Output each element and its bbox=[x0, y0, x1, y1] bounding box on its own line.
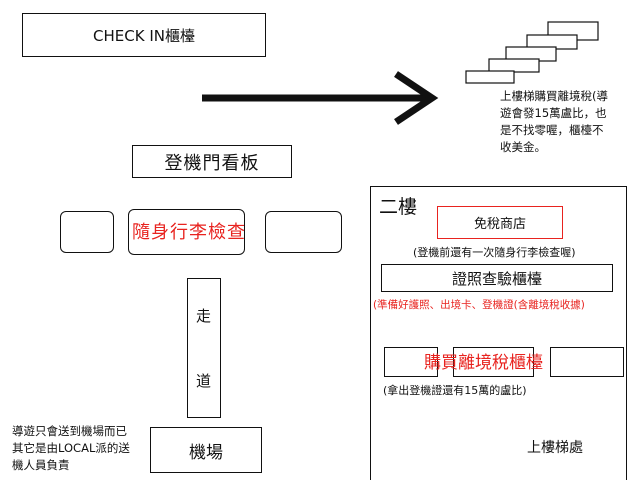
duty-free-box: 免稅商店 bbox=[437, 206, 563, 239]
second-floor-title: 二樓 bbox=[379, 196, 418, 218]
documents-note: (準備好護照、出境卡、登機證(含離境稅收據) bbox=[373, 299, 585, 311]
departure-tax-counter-label: 購買離境稅櫃檯 bbox=[424, 353, 543, 373]
guide-note: 導遊只會送到機場而已 其它是由LOCAL派的送 機人員負責 bbox=[12, 423, 130, 474]
stairs-tax-note-line: 上樓梯購買離境稅(導 bbox=[500, 89, 608, 103]
stairs-tax-note: 上樓梯購買離境稅(導 遊會發15萬盧比，也 是不找零喔，櫃檯不 收美金。 bbox=[500, 88, 608, 156]
security-check-label: 隨身行李檢查 bbox=[132, 222, 246, 243]
tax-counter-middle bbox=[453, 347, 534, 377]
checkin-counter-box: CHECK IN櫃檯 bbox=[22, 13, 266, 57]
guide-note-line: 導遊只會送到機場而已 bbox=[12, 424, 127, 438]
guide-note-line: 其它是由LOCAL派的送 bbox=[12, 441, 130, 455]
stairs-tax-note-line: 收美金。 bbox=[500, 140, 546, 154]
passport-control-label: 證照查驗櫃檯 bbox=[451, 269, 542, 288]
walkway-char-2: 道 bbox=[196, 372, 212, 390]
security-gate-middle bbox=[128, 209, 245, 255]
airport-label: 機場 bbox=[189, 442, 223, 463]
tax-note: (拿出登機證還有15萬的盧比) bbox=[383, 384, 527, 397]
guide-note-line: 機人員負責 bbox=[12, 458, 70, 472]
boarding-gate-board-box: 登機門看板 bbox=[132, 145, 292, 178]
security-gate-right bbox=[265, 211, 342, 253]
walkway-box bbox=[187, 278, 221, 418]
stairs-tax-note-line: 是不找零喔，櫃檯不 bbox=[500, 123, 604, 137]
boarding-gate-board-label: 登機門看板 bbox=[164, 152, 260, 174]
walkway-char-1: 走 bbox=[196, 307, 212, 325]
second-security-note: (登機前還有一次隨身行李檢查喔) bbox=[413, 246, 576, 259]
tax-counter-right bbox=[550, 347, 624, 377]
stairs-tax-note-line: 遊會發15萬盧比，也 bbox=[500, 106, 607, 120]
passport-control-box: 證照查驗櫃檯 bbox=[381, 264, 613, 292]
checkin-counter-label: CHECK IN櫃檯 bbox=[93, 26, 195, 45]
upstairs-label: 上樓梯處 bbox=[527, 440, 583, 456]
stairs-icon-top bbox=[465, 21, 599, 84]
direction-arrow-head bbox=[394, 71, 439, 125]
tax-counter-left bbox=[384, 347, 438, 377]
security-gate-left bbox=[60, 211, 114, 253]
airport-box: 機場 bbox=[150, 427, 262, 473]
duty-free-label: 免稅商店 bbox=[473, 217, 526, 232]
